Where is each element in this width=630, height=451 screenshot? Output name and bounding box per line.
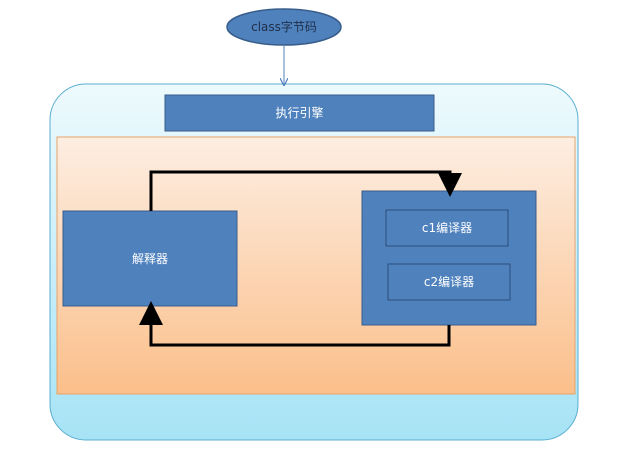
engine-box <box>164 94 435 132</box>
interpreter-box <box>62 210 238 307</box>
interpreter-label: 解释器 <box>131 252 168 266</box>
c1-compiler-label: c1编译器 <box>421 221 473 235</box>
compiler-to-interpreter-arrow <box>139 301 451 347</box>
start-node-ellipse <box>226 8 342 46</box>
c2-compiler-label: c2编译器 <box>423 275 475 289</box>
c2-compiler-box <box>387 263 511 301</box>
interpreter-to-compiler-arrow <box>149 170 462 211</box>
start-node-label: class字节码 <box>251 20 317 34</box>
c1-compiler-box <box>385 209 509 247</box>
engine-label: 执行引擎 <box>275 106 324 120</box>
